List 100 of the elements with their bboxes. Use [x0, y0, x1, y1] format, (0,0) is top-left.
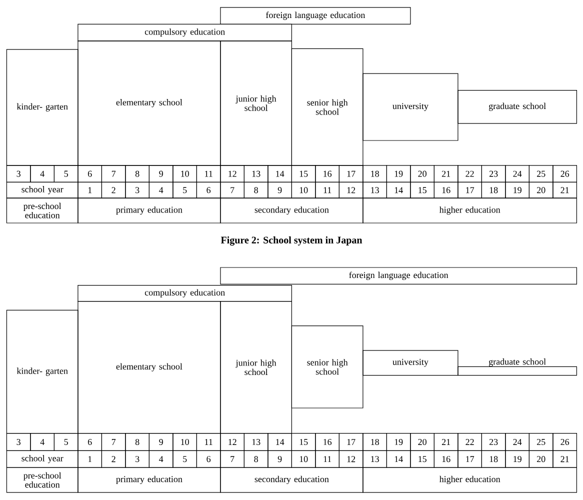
age-cell: 20 — [410, 433, 434, 451]
school-year-cell: 12 — [338, 450, 364, 468]
age-cell: 24 — [505, 433, 530, 451]
school-year-cell: 14 — [386, 450, 411, 468]
age-cell: 4 — [30, 165, 55, 182]
education-level-cell: pre-school education — [6, 198, 78, 224]
school-year-cell: 12 — [338, 182, 364, 198]
age-cell: 18 — [362, 165, 387, 182]
school-year-cell: 7 — [220, 182, 244, 198]
school-year-cell: 17 — [458, 182, 482, 198]
age-cell: 15 — [291, 433, 316, 451]
age-cell: 22 — [458, 165, 482, 182]
school-stage-box: university — [362, 73, 458, 141]
school-year-cell: 9 — [268, 450, 292, 468]
school-year-cell: 14 — [386, 182, 411, 198]
age-cell: 7 — [101, 433, 126, 451]
age-cell: 22 — [458, 433, 482, 451]
age-cell: 9 — [148, 433, 174, 451]
school-year-cell: 1 — [78, 182, 102, 198]
education-level-cell: higher education — [362, 467, 577, 493]
school-stage-box: compulsory education — [78, 285, 292, 302]
age-cell: 6 — [78, 433, 102, 451]
school-stage-box: university — [362, 350, 458, 376]
school-year-cell: 21 — [552, 450, 577, 468]
school-stage-box: junior high school — [220, 301, 292, 434]
school-stage-box: graduate school — [458, 358, 577, 376]
school-year-cell: 7 — [220, 450, 244, 468]
school-year-cell: 6 — [196, 450, 221, 468]
school-stage-box: foreign language education — [220, 267, 577, 284]
age-cell: 20 — [410, 165, 434, 182]
school-year-cell: 2 — [101, 182, 126, 198]
school-year-cell: 8 — [244, 450, 268, 468]
school-year-cell: 13 — [362, 182, 387, 198]
school-year-cell: 15 — [410, 182, 434, 198]
school-year-cell: 19 — [505, 450, 530, 468]
age-cell: 10 — [172, 433, 197, 451]
school-year-cell: 8 — [244, 182, 268, 198]
age-cell: 24 — [505, 165, 530, 182]
school-year-cell: 11 — [315, 182, 340, 198]
age-cell: 25 — [528, 165, 554, 182]
school-year-cell: 3 — [125, 182, 150, 198]
age-cell: 16 — [315, 433, 340, 451]
age-cell: 26 — [552, 433, 577, 451]
education-level-cell: secondary education — [220, 198, 364, 224]
age-cell: 15 — [291, 165, 316, 182]
school-stage-box: compulsory education — [78, 24, 292, 42]
age-cell: 13 — [244, 165, 268, 182]
school-year-cell: 5 — [172, 450, 197, 468]
age-cell: 16 — [315, 165, 340, 182]
school-year-cell: 16 — [434, 450, 458, 468]
school-year-cell: 20 — [528, 182, 554, 198]
school-year-cell: 2 — [101, 450, 126, 468]
figure-caption: Figure 2: School system in Japan — [220, 236, 362, 246]
school-stage-box: senior high school — [291, 48, 364, 166]
age-cell: 4 — [30, 433, 55, 451]
age-cell: 9 — [148, 165, 174, 182]
school-year-cell: 1 — [78, 450, 102, 468]
node-label: graduate school — [488, 358, 546, 367]
school-stage-box: elementary school — [78, 301, 221, 434]
school-year-cell: 20 — [528, 450, 554, 468]
school-year-cell: 10 — [291, 182, 316, 198]
school-year-cell: 15 — [410, 450, 434, 468]
education-level-cell: pre-school education — [6, 467, 78, 493]
age-cell: 21 — [434, 165, 458, 182]
school-stage-box: foreign language education — [220, 7, 411, 24]
school-year-cell: 18 — [481, 182, 506, 198]
school-year-cell: 9 — [268, 182, 292, 198]
age-cell: 6 — [78, 165, 102, 182]
school-stage-box: graduate school — [458, 90, 577, 124]
school-year-cell: 21 — [552, 182, 577, 198]
age-cell: 14 — [268, 165, 292, 182]
school-stage-box: kinder- garten — [6, 49, 78, 166]
school-stage-box: kinder- garten — [6, 310, 78, 434]
age-cell: 21 — [434, 433, 458, 451]
age-cell: 11 — [196, 165, 221, 182]
age-cell: 11 — [196, 433, 221, 451]
school-year-cell: 11 — [315, 450, 340, 468]
age-cell: 12 — [220, 165, 244, 182]
school-year-cell: 18 — [481, 450, 506, 468]
school-year-cell: 6 — [196, 182, 221, 198]
school-year-cell: 3 — [125, 450, 150, 468]
age-cell: 17 — [338, 165, 364, 182]
age-cell: 5 — [54, 433, 78, 451]
age-cell: 3 — [6, 433, 31, 451]
school-year-cell: 17 — [458, 450, 482, 468]
age-cell: 19 — [386, 165, 411, 182]
age-cell: 18 — [362, 433, 387, 451]
school-year-cell: 5 — [172, 182, 197, 198]
row-header-cell: school year — [6, 450, 78, 468]
education-level-cell: primary education — [78, 198, 221, 224]
age-cell: 12 — [220, 433, 244, 451]
school-year-cell: 10 — [291, 450, 316, 468]
school-stage-box: elementary school — [78, 40, 221, 166]
age-cell: 8 — [125, 433, 150, 451]
education-level-cell: secondary education — [220, 467, 364, 493]
age-cell: 8 — [125, 165, 150, 182]
row-header-cell: school year — [6, 182, 78, 198]
age-cell: 5 — [54, 165, 78, 182]
age-cell: 23 — [481, 433, 506, 451]
school-year-cell: 16 — [434, 182, 458, 198]
